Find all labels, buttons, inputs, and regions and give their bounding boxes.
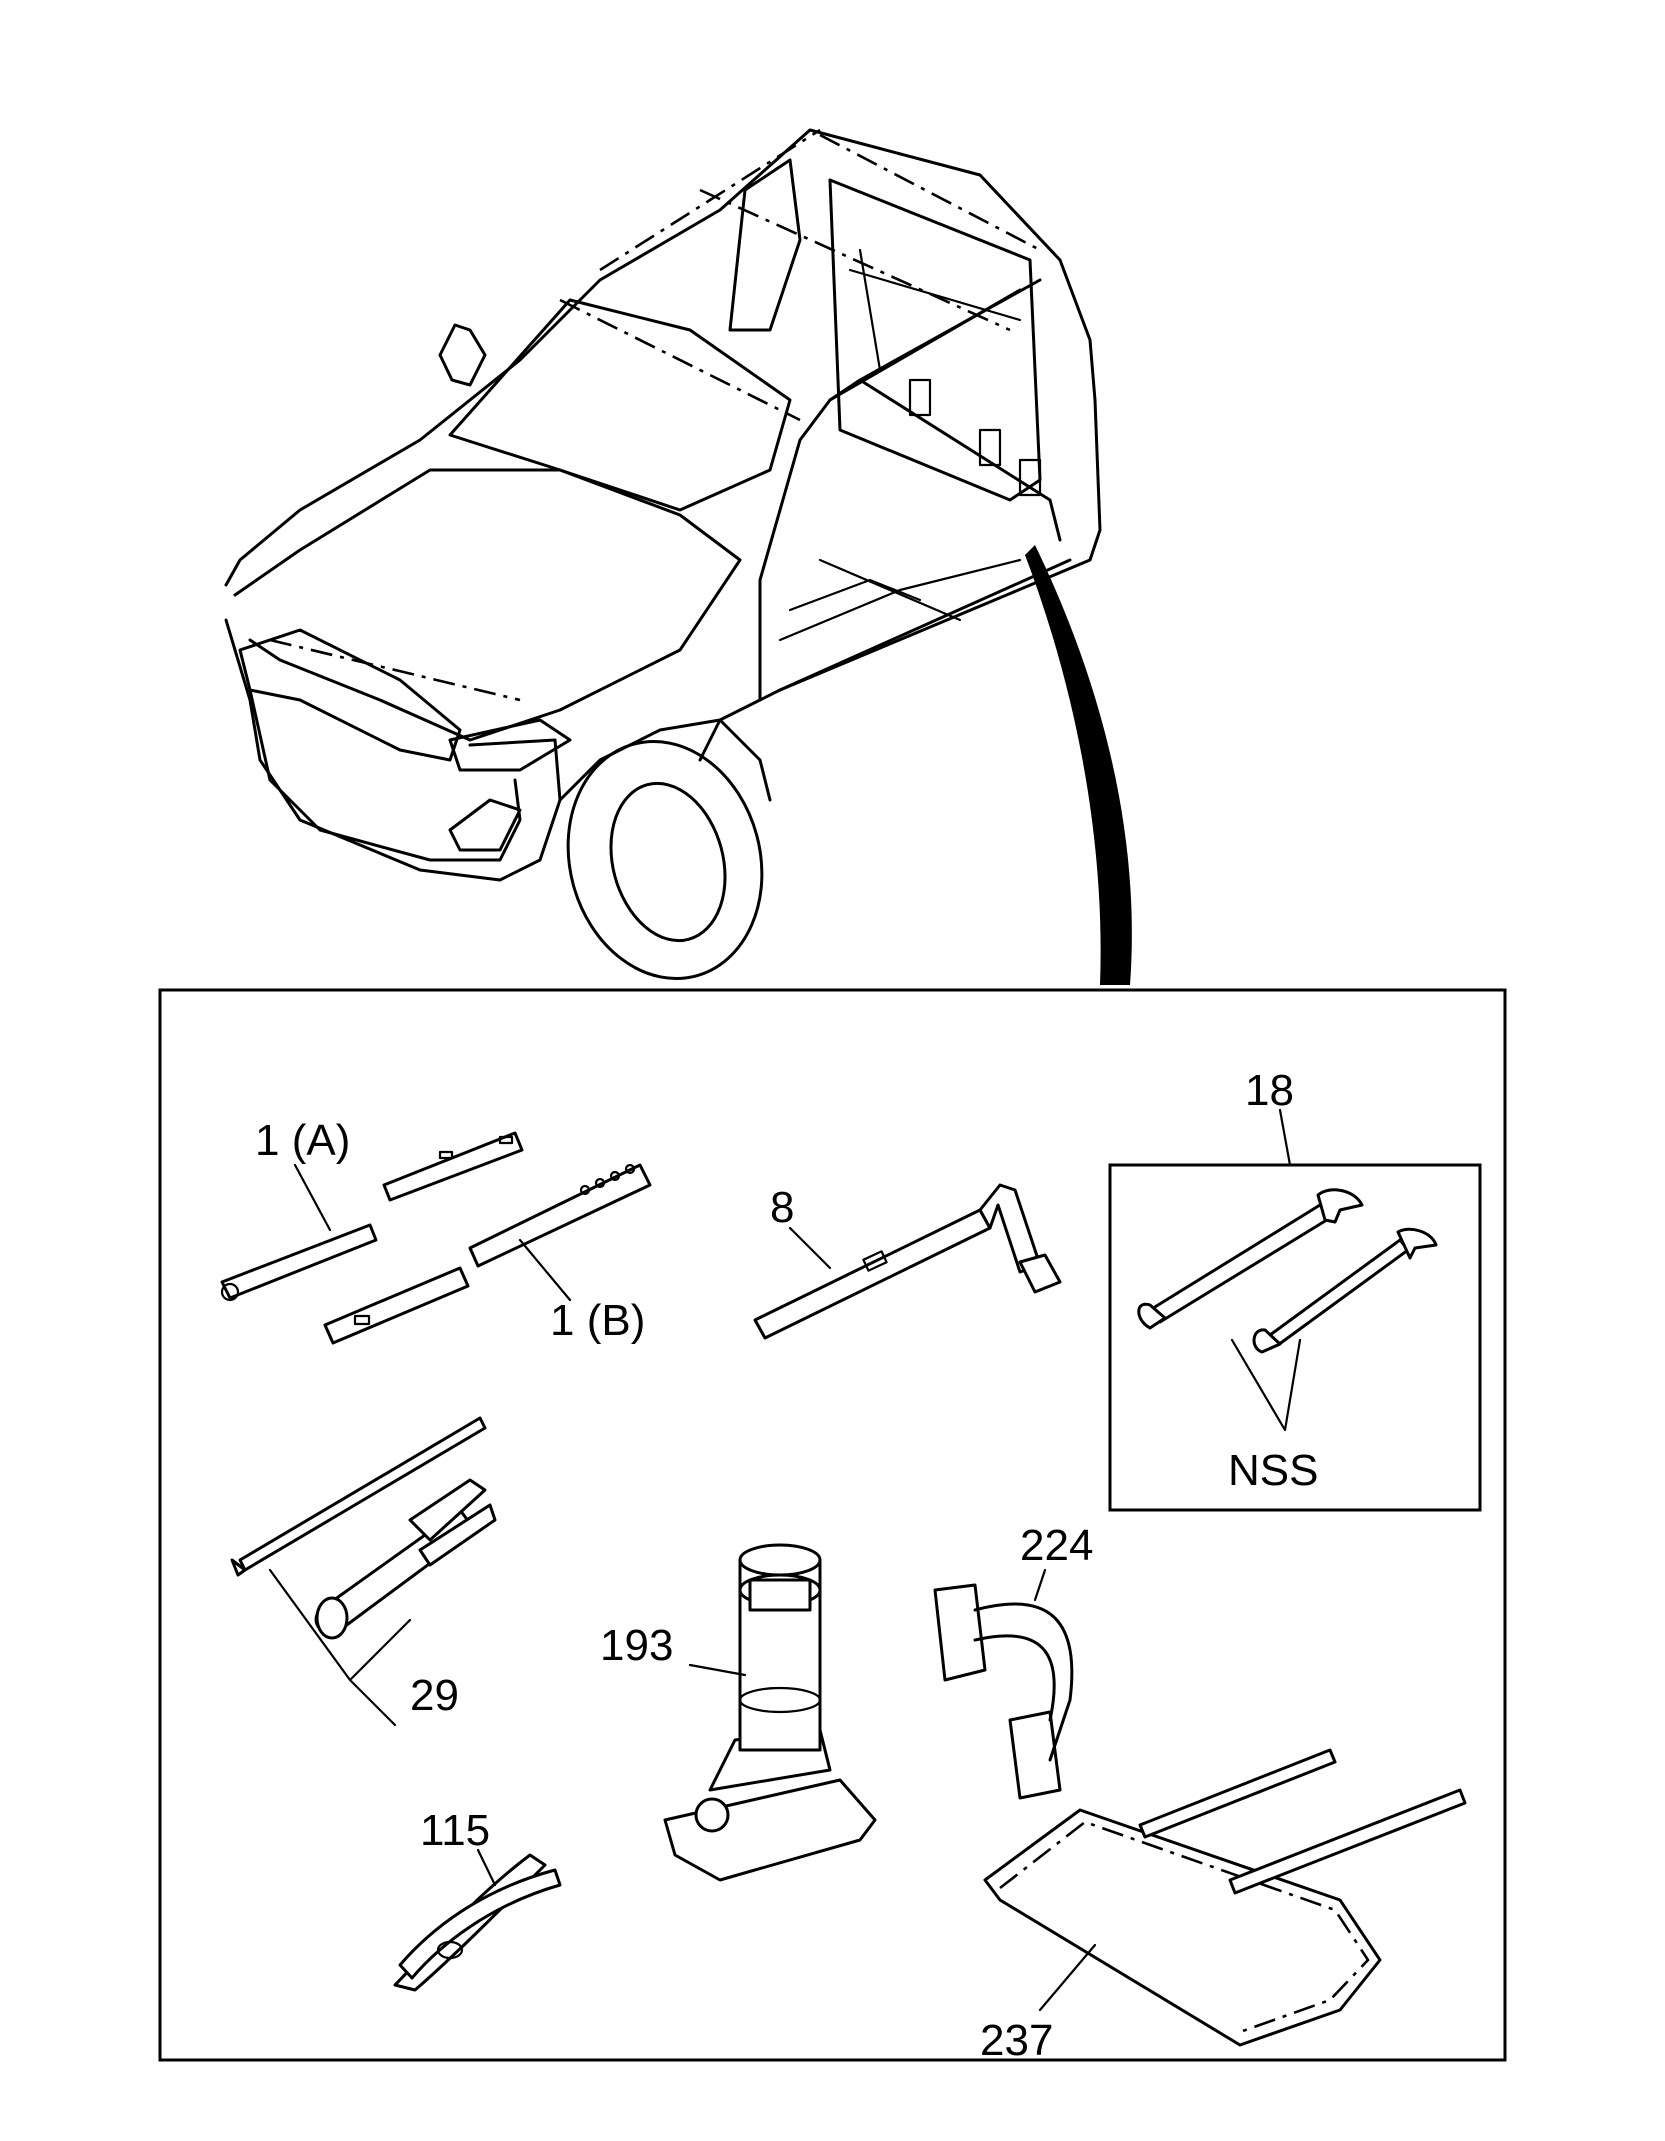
screwdriver-29	[230, 1416, 497, 1640]
leader-115	[476, 1848, 497, 1887]
label-29: 29	[410, 1671, 459, 1720]
leader-nss	[1230, 1338, 1302, 1432]
label-8: 8	[770, 1183, 794, 1232]
extension-rod-1b	[323, 1163, 652, 1345]
label-nss: NSS	[1228, 1446, 1318, 1495]
vehicle-illustration	[224, 128, 1132, 985]
strap-224	[933, 1583, 1074, 1800]
leader-1b	[518, 1238, 572, 1302]
open-end-wrench-small	[1252, 1227, 1438, 1354]
pliers-115	[393, 1853, 562, 1992]
label-18: 18	[1245, 1066, 1294, 1115]
open-end-wrench-large	[1137, 1188, 1364, 1330]
tool-bag-237	[983, 1748, 1467, 2047]
wrench-set-box-18	[1108, 1163, 1482, 1512]
label-1a: 1 (A)	[255, 1116, 350, 1165]
wheel-nut-wrench-8	[753, 1183, 1062, 1340]
leader-237	[1038, 1943, 1097, 2012]
label-193: 193	[600, 1621, 673, 1670]
label-224: 224	[1020, 1521, 1093, 1570]
leader-8	[788, 1226, 832, 1270]
leader-193	[688, 1663, 747, 1677]
label-237: 237	[980, 2016, 1053, 2065]
label-115: 115	[420, 1806, 490, 1855]
leader-29	[268, 1568, 412, 1727]
bottle-jack-193	[663, 1543, 877, 1882]
leader-224	[1033, 1568, 1047, 1602]
extension-rod-1a	[220, 1131, 524, 1302]
label-1b: 1 (B)	[550, 1296, 645, 1345]
parts-frame	[158, 988, 1507, 2062]
leader-18	[1278, 1108, 1292, 1167]
leader-1a	[293, 1163, 332, 1232]
